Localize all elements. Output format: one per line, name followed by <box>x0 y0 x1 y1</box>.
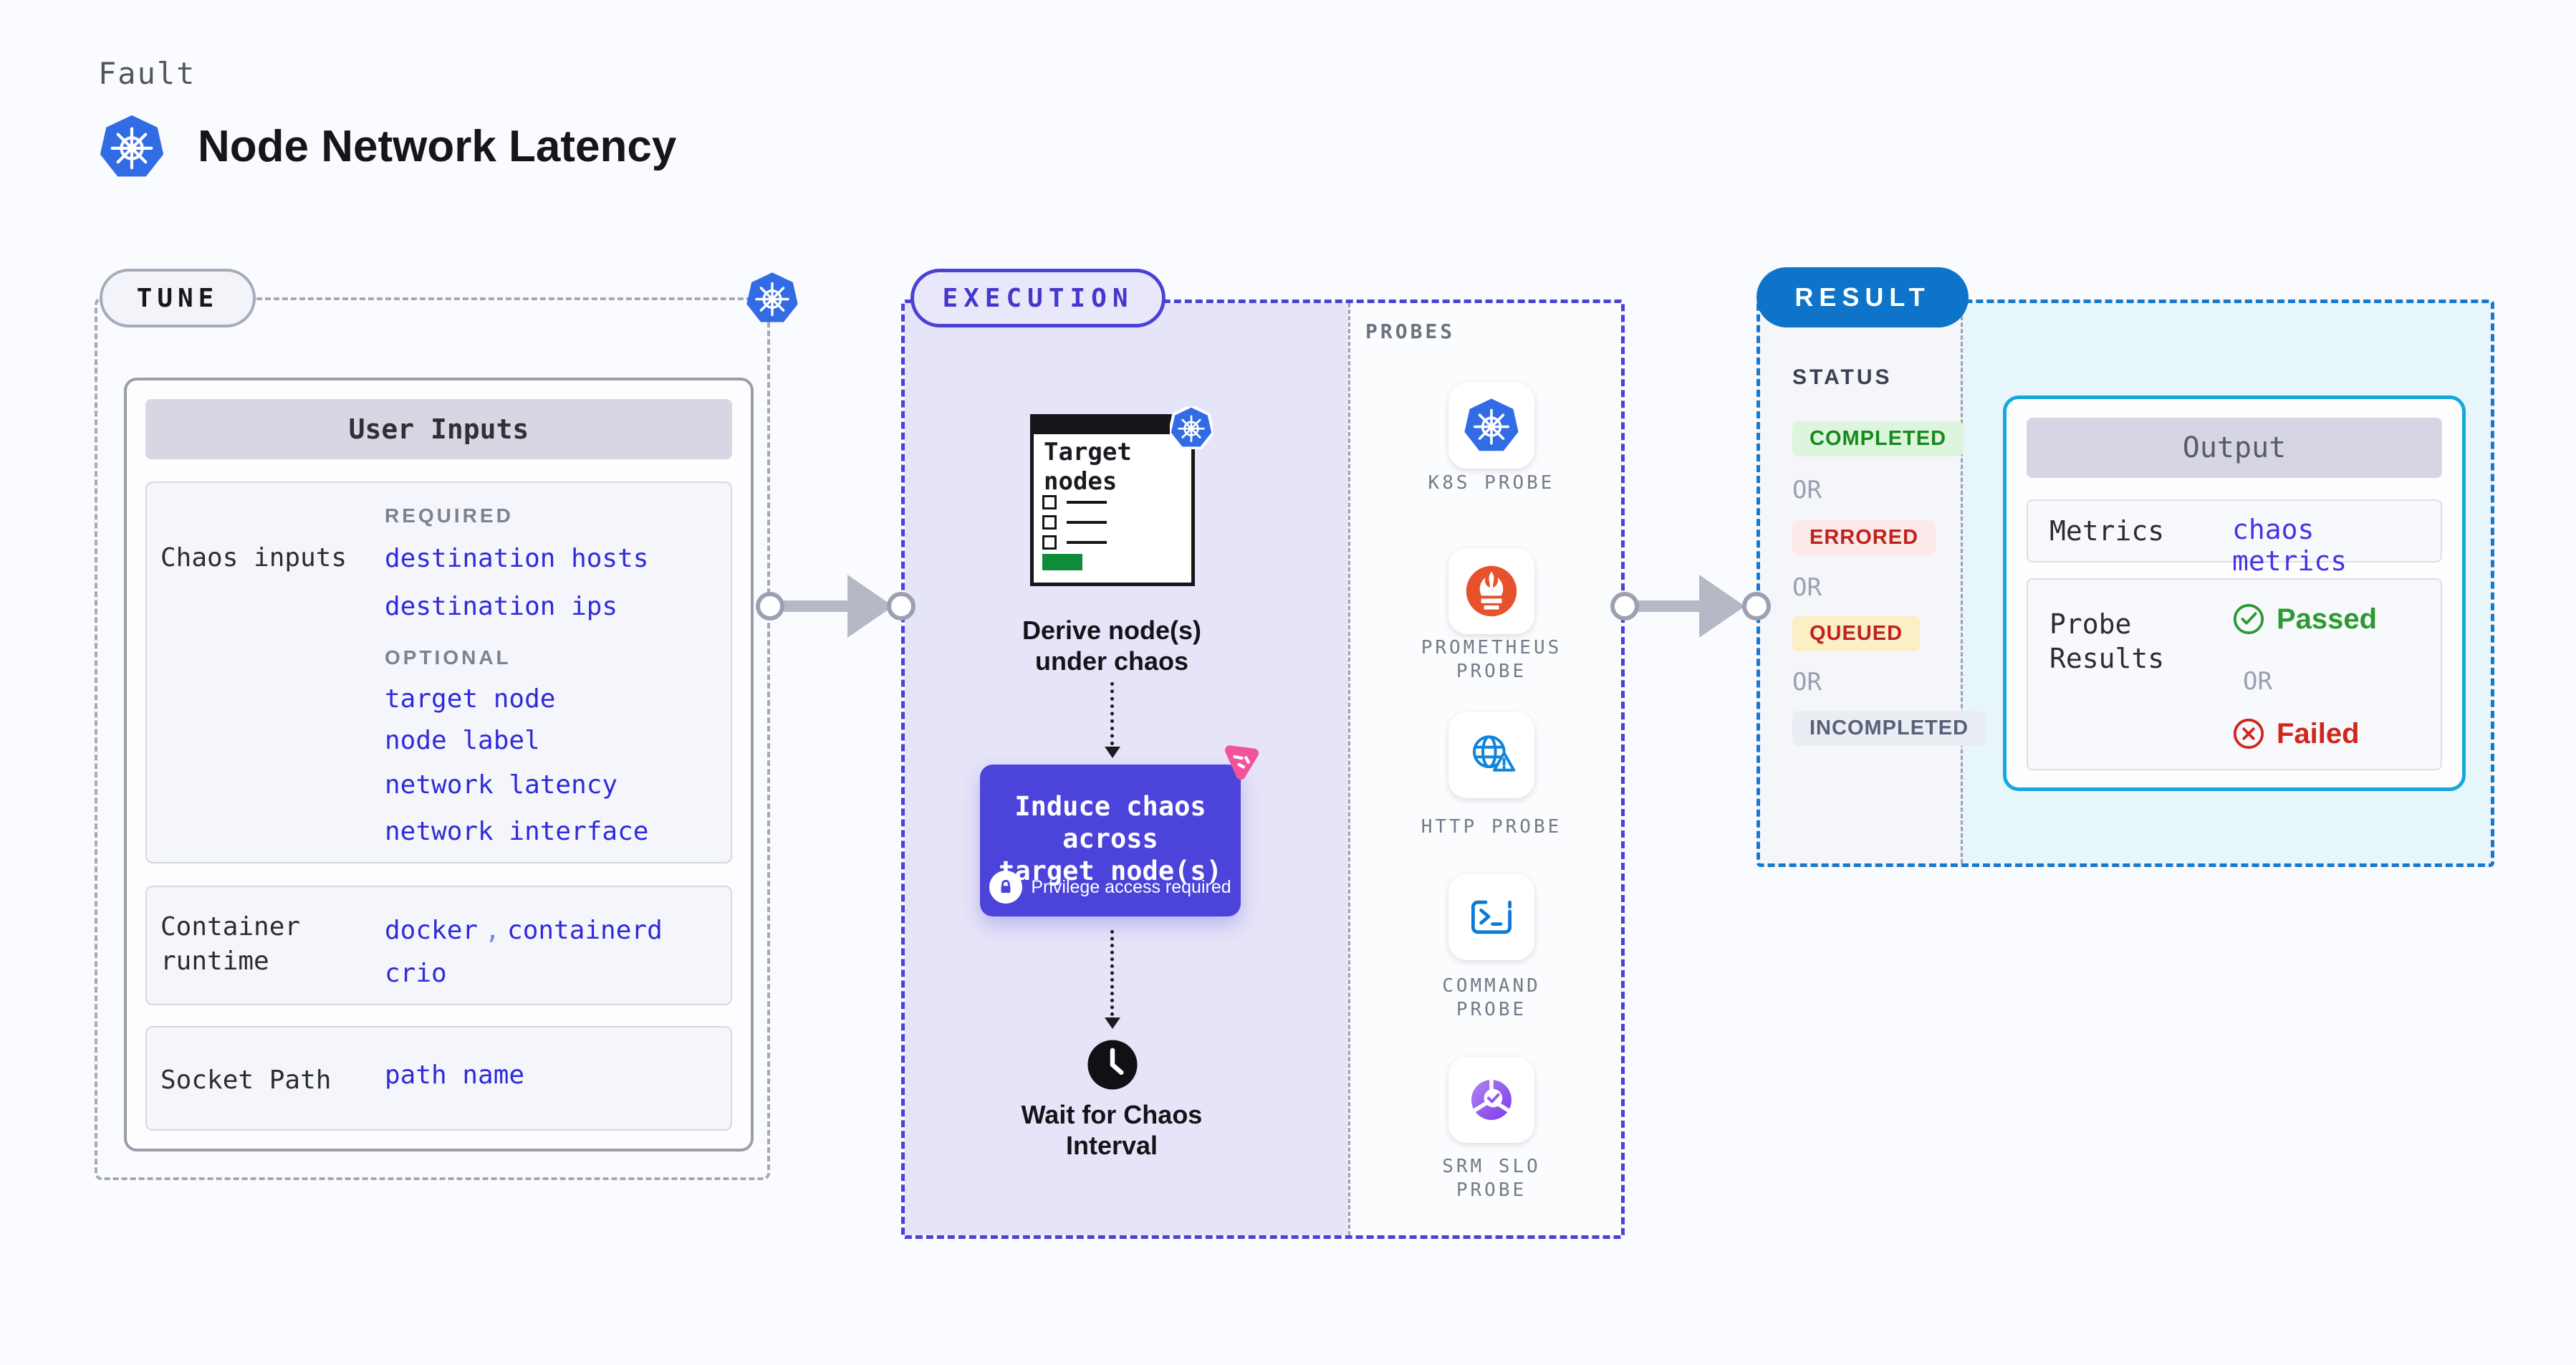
prometheus-icon <box>1466 565 1517 617</box>
execution-badge: EXECUTION <box>910 269 1166 327</box>
tune-section <box>95 297 770 1180</box>
status-badge-queued: QUEUED <box>1792 616 1921 651</box>
connector-dot <box>1742 592 1771 621</box>
input-network-latency[interactable]: network latency <box>385 770 618 800</box>
status-heading: STATUS <box>1792 365 1893 389</box>
socket-path-row: Socket Path path name <box>145 1026 732 1131</box>
probe-label: COMMAND PROBE <box>1442 975 1541 1020</box>
result-badge: RESULT <box>1756 267 1969 327</box>
optional-heading: OPTIONAL <box>385 646 511 669</box>
checkbox-icon[interactable] <box>1042 495 1057 509</box>
k8s-probe-card[interactable] <box>1448 383 1534 469</box>
node-list-item <box>1042 495 1107 509</box>
lock-icon <box>989 871 1023 904</box>
result-divider <box>1961 303 1963 863</box>
status-badge-errored: ERRORED <box>1792 520 1936 555</box>
derive-step-label: Derive node(s) under chaos <box>1022 616 1202 676</box>
input-destination-hosts[interactable]: destination hosts <box>385 544 649 573</box>
flow-arrowhead-icon <box>847 575 893 638</box>
slo-donut-check-icon <box>1471 1078 1512 1120</box>
probes-heading: PROBES <box>1365 320 1456 343</box>
input-path-name[interactable]: path name <box>385 1060 525 1090</box>
wait-step-label: Wait for Chaos Interval <box>1021 1100 1203 1160</box>
command-probe-card[interactable] <box>1448 874 1534 960</box>
flow-arrow <box>1632 600 1701 612</box>
chaos-inputs-label: Chaos inputs <box>160 543 347 573</box>
checkbox-icon[interactable] <box>1042 535 1057 550</box>
status-badge-incompleted: INCOMPLETED <box>1792 711 1986 746</box>
target-nodes-card: Target nodes <box>1030 404 1215 586</box>
http-probe-card[interactable] <box>1448 712 1534 798</box>
kubernetes-icon <box>745 271 799 325</box>
probe-label: SRM SLO PROBE <box>1442 1156 1541 1201</box>
globe-alert-icon <box>1473 735 1516 772</box>
metrics-label: Metrics <box>2049 515 2165 547</box>
probe-label: PROMETHEUS PROBE <box>1421 637 1562 682</box>
input-node-label[interactable]: node label <box>385 726 540 755</box>
user-inputs-title: User Inputs <box>145 399 732 459</box>
node-list-item <box>1042 515 1107 530</box>
clock-icon <box>1087 1039 1138 1091</box>
input-network-interface[interactable]: network interface <box>385 817 649 846</box>
target-card-title: Target <box>1044 438 1132 466</box>
kubernetes-icon <box>1168 404 1215 450</box>
checkbox-icon[interactable] <box>1042 515 1057 530</box>
induce-chaos-step: Induce chaos across target node(s) Privi… <box>980 765 1241 916</box>
runtime-docker[interactable]: docker <box>385 916 479 945</box>
probe-label: HTTP PROBE <box>1421 816 1562 838</box>
container-runtime-label: Container runtime <box>160 912 301 976</box>
check-circle-icon <box>2233 603 2264 635</box>
page-title: Node Network Latency <box>198 122 677 171</box>
chaos-inputs-row: Chaos inputs REQUIRED destination hosts … <box>145 482 732 863</box>
input-destination-ips[interactable]: destination ips <box>385 592 618 621</box>
target-card-title: nodes <box>1044 467 1118 496</box>
required-heading: REQUIRED <box>385 504 514 527</box>
output-title: Output <box>2027 418 2442 478</box>
probe-results-label: Probe Results <box>2049 608 2165 674</box>
x-circle-icon <box>2233 718 2264 749</box>
litmus-chaos-icon <box>1218 738 1264 784</box>
down-arrow-icon <box>1110 682 1114 745</box>
select-button[interactable] <box>1042 554 1082 570</box>
prometheus-probe-card[interactable] <box>1448 548 1534 634</box>
probes-divider <box>1348 303 1350 1235</box>
kubernetes-icon <box>1464 398 1519 451</box>
metrics-value-link[interactable]: chaos metrics <box>2232 514 2347 577</box>
runtime-containerd[interactable]: containerd <box>507 916 663 945</box>
flow-arrowhead-icon <box>1699 575 1745 638</box>
tune-badge: TUNE <box>100 269 256 327</box>
srm-slo-probe-card[interactable] <box>1448 1057 1534 1143</box>
or-separator: OR <box>1792 573 1822 602</box>
socket-path-label: Socket Path <box>160 1065 332 1095</box>
fault-kicker: Fault <box>98 56 196 91</box>
connector-dot <box>887 592 915 621</box>
node-list-item <box>1042 535 1107 550</box>
status-badge-completed: COMPLETED <box>1792 421 1964 456</box>
container-runtime-row: Container runtime docker , containerd cr… <box>145 886 732 1005</box>
down-arrow-icon <box>1110 930 1114 1016</box>
target-card-titlebar <box>1030 414 1195 434</box>
probe-results-row: Probe Results Passed OR Failed <box>2027 578 2442 770</box>
passed-label: Passed <box>2277 603 2378 635</box>
or-separator: OR <box>1792 668 1822 696</box>
runtime-crio[interactable]: crio <box>385 959 447 988</box>
or-separator: OR <box>1792 476 1822 504</box>
failed-label: Failed <box>2277 717 2360 749</box>
connector-dot <box>756 592 784 621</box>
output-card: Output Metrics chaos metrics Probe Resul… <box>2003 396 2466 791</box>
down-arrowhead-icon <box>1105 747 1120 758</box>
kubernetes-icon <box>98 113 165 181</box>
flow-arrow <box>777 600 849 612</box>
or-separator: OR <box>2243 667 2272 696</box>
runtime-separator: , <box>484 916 501 945</box>
connector-dot <box>1610 592 1639 621</box>
probe-label: K8S PROBE <box>1428 472 1555 494</box>
input-target-node[interactable]: target node <box>385 684 556 714</box>
terminal-icon <box>1471 900 1512 934</box>
down-arrowhead-icon <box>1105 1017 1120 1029</box>
privilege-note: Privilege access required <box>1031 876 1231 897</box>
metrics-row: Metrics chaos metrics <box>2027 499 2442 577</box>
